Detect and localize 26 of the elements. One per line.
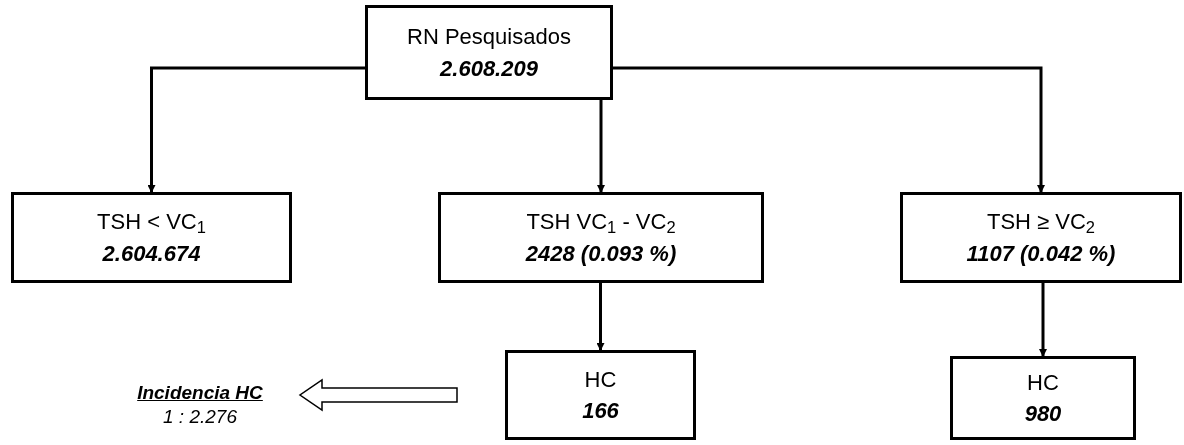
count-value: 1107 (0.042 %) <box>966 239 1116 267</box>
process-box <box>950 356 1136 440</box>
count-value: 980 <box>1024 400 1062 428</box>
arrow <box>147 66 365 193</box>
hollow-arrow <box>298 378 458 412</box>
box-title: TSH ≥ VC$_{2}$ <box>986 208 1096 236</box>
note-heading: Incidencia HC <box>137 381 263 405</box>
box-title: RN Pesquisados <box>407 23 571 51</box>
arrow <box>597 100 605 193</box>
process-box <box>438 192 764 283</box>
ratio-text: 1 : 2.276 <box>163 405 237 429</box>
process-box <box>11 192 292 283</box>
box-title: TSH < VC$_{1}$ <box>97 208 206 236</box>
box-title: HC <box>584 365 617 393</box>
box-title: TSH VC$_{1}$ - VC$_{2}$ <box>526 208 676 236</box>
process-box <box>365 5 613 100</box>
box-title: HC <box>1027 368 1059 396</box>
count-value: 2.608.209 <box>440 54 538 82</box>
process-box <box>900 192 1182 283</box>
arrow <box>613 66 1045 193</box>
arrow <box>1039 283 1047 357</box>
count-value: 166 <box>582 397 619 425</box>
count-value: 2.604.674 <box>102 239 201 267</box>
arrow <box>596 283 605 351</box>
process-box <box>505 350 696 440</box>
count-value: 2428 (0.093 %) <box>525 239 677 267</box>
